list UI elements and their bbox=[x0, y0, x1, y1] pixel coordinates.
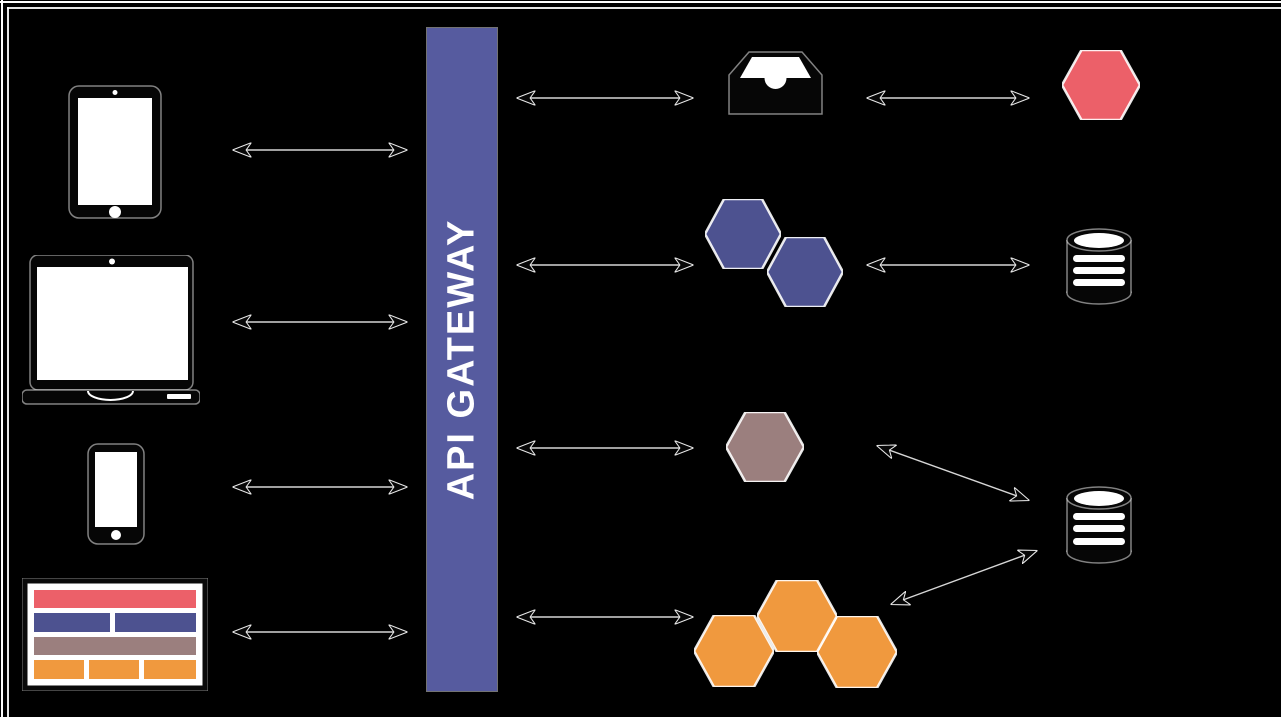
database-icon-1 bbox=[1063, 227, 1135, 311]
brown-hexagon-service-icon bbox=[724, 410, 806, 487]
smartphone-screen bbox=[95, 452, 137, 527]
webpage-bar-brown bbox=[34, 637, 196, 655]
webpage-bar-blue-2 bbox=[115, 613, 196, 632]
arrow-orange-service-database bbox=[892, 551, 1036, 604]
api-gateway-label: API GATEWAY bbox=[440, 218, 483, 501]
frame-line-top-inner bbox=[7, 7, 1281, 9]
orange-hexagon-service-icon-top bbox=[755, 578, 839, 657]
frame-line-top-outer bbox=[0, 1, 1281, 3]
webpage-bar-orange-3 bbox=[144, 660, 196, 679]
inbox-tray-icon bbox=[727, 50, 824, 122]
webpage-bar-orange-1 bbox=[34, 660, 84, 679]
laptop-screen bbox=[37, 267, 188, 380]
webpage-bar-red bbox=[34, 590, 196, 608]
webpage-bar-orange-2 bbox=[89, 660, 139, 679]
webpage-icon bbox=[22, 578, 208, 696]
red-hexagon-service-icon bbox=[1060, 48, 1142, 125]
frame-line-left-outer bbox=[1, 0, 3, 717]
blue-hexagon-service-icon-2 bbox=[765, 235, 845, 312]
tablet-icon bbox=[68, 85, 162, 224]
api-gateway-bar: API GATEWAY bbox=[427, 28, 497, 691]
frame-line-left-inner bbox=[7, 7, 9, 717]
laptop-icon bbox=[21, 254, 201, 410]
database-icon-2 bbox=[1063, 485, 1135, 570]
tablet-screen bbox=[78, 98, 152, 205]
smartphone-icon bbox=[87, 443, 145, 550]
arrow-brown-service-database bbox=[878, 446, 1028, 500]
webpage-bar-blue-1 bbox=[34, 613, 110, 632]
